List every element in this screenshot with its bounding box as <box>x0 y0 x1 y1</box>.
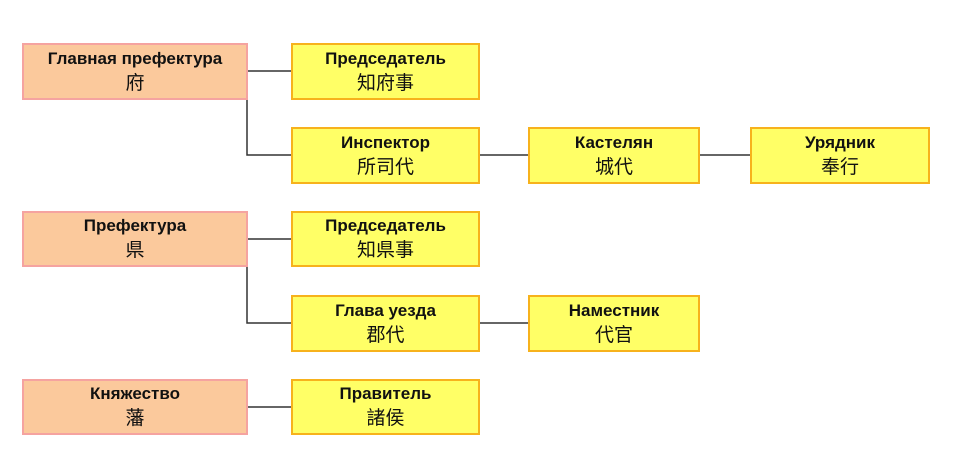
office-inspector: Инспектор 所司代 <box>291 127 480 184</box>
office-label-ru: Глава уезда <box>335 300 436 320</box>
division-label-jp: 県 <box>125 239 145 261</box>
office-label-jp: 知府事 <box>356 71 414 94</box>
division-label-jp: 藩 <box>125 407 145 429</box>
office-label-jp: 郡代 <box>366 323 405 346</box>
office-ruler: Правитель 諸侯 <box>291 379 480 435</box>
division-label-jp: 府 <box>125 71 145 94</box>
connector-line <box>246 99 291 156</box>
office-constable: Урядник 奉行 <box>750 127 930 184</box>
office-label-jp: 代官 <box>594 323 633 346</box>
office-castellan: Кастелян 城代 <box>528 127 700 184</box>
division-prefecture: Префектура 県 <box>22 211 248 267</box>
office-label-ru: Правитель <box>339 384 432 403</box>
division-main-prefecture: Главная префектура 府 <box>22 43 248 100</box>
connector-line <box>246 266 291 324</box>
office-label-ru: Урядник <box>804 132 876 152</box>
office-district-head: Глава уезда 郡代 <box>291 295 480 352</box>
office-governor: Наместник 代官 <box>528 295 700 352</box>
office-chairman-ken: Председатель 知県事 <box>291 211 480 267</box>
office-label-ru: Председатель <box>325 216 446 235</box>
office-label-jp: 諸侯 <box>366 407 405 429</box>
division-label-ru: Префектура <box>83 216 187 235</box>
office-label-ru: Кастелян <box>574 132 654 152</box>
office-label-ru: Наместник <box>568 300 660 320</box>
office-label-jp: 所司代 <box>356 155 414 178</box>
office-label-jp: 城代 <box>594 155 633 178</box>
division-principality: Княжество 藩 <box>22 379 248 435</box>
office-label-ru: Инспектор <box>340 132 431 152</box>
division-label-ru: Княжество <box>89 384 180 403</box>
division-label-ru: Главная префектура <box>47 48 223 68</box>
office-label-jp: 知県事 <box>356 239 414 261</box>
office-chairman-fu: Председатель 知府事 <box>291 43 480 100</box>
office-label-ru: Председатель <box>325 48 446 68</box>
office-label-jp: 奉行 <box>820 155 859 178</box>
